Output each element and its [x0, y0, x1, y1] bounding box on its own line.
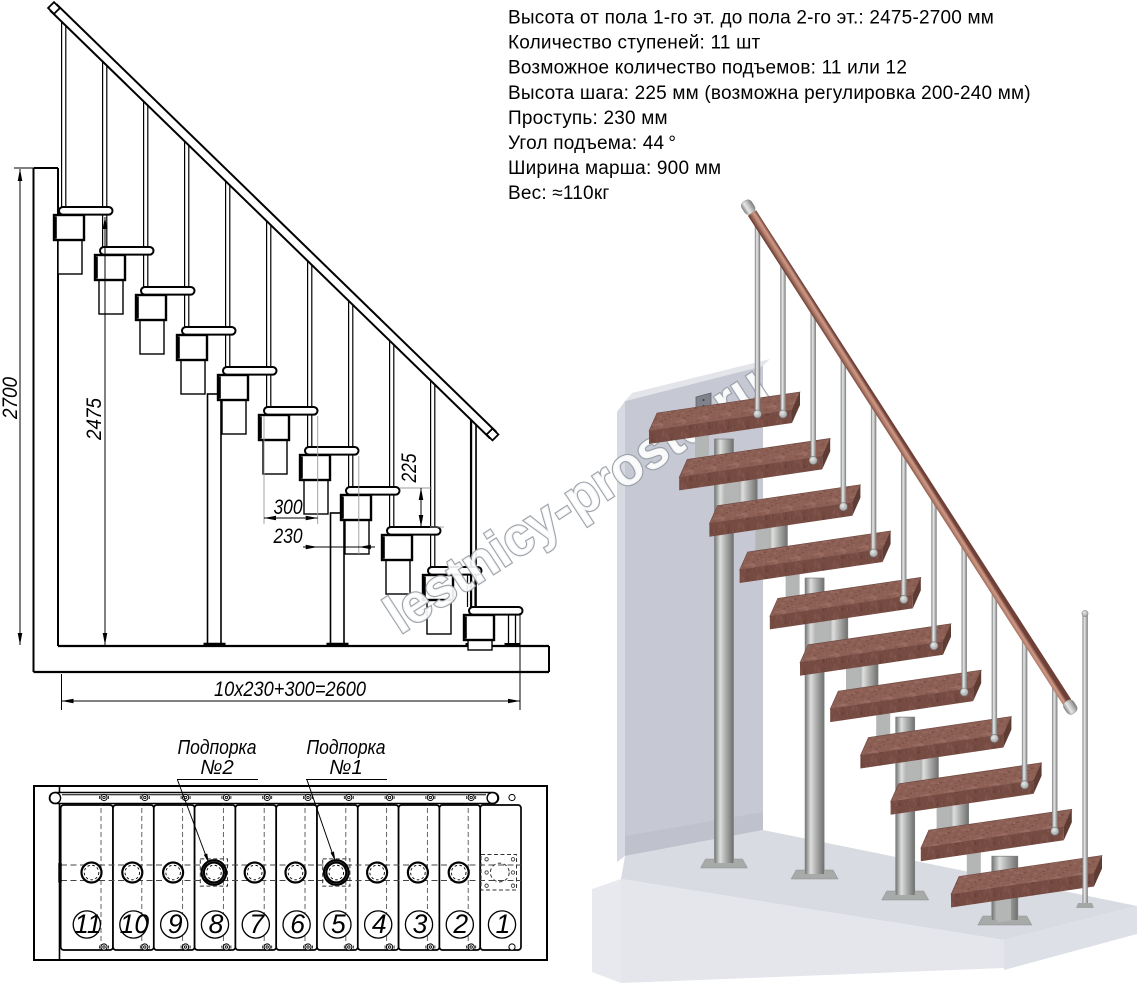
svg-text:11: 11 — [74, 909, 102, 939]
svg-text:1: 1 — [496, 909, 511, 939]
svg-text:Количество ступеней: 11 шт: Количество ступеней: 11 шт — [508, 33, 761, 54]
svg-text:7: 7 — [249, 909, 265, 939]
svg-text:Вес: ≈110кг: Вес: ≈110кг — [508, 183, 609, 204]
svg-text:5: 5 — [331, 909, 346, 939]
svg-text:4: 4 — [372, 909, 387, 939]
svg-text:Ширина марша: 900 мм: Ширина марша: 900 мм — [508, 158, 721, 179]
svg-text:№1: №1 — [329, 756, 363, 779]
svg-text:230: 230 — [273, 524, 303, 548]
svg-text:Подпорка: Подпорка — [307, 736, 386, 759]
svg-text:№2: №2 — [200, 756, 234, 779]
svg-text:300: 300 — [274, 495, 303, 519]
svg-text:3: 3 — [413, 909, 428, 939]
svg-text:Высота от пола 1-го эт. до пол: Высота от пола 1-го эт. до пола 2-го эт.… — [508, 8, 994, 29]
svg-text:225: 225 — [397, 453, 421, 484]
svg-text:2475: 2475 — [82, 397, 106, 441]
svg-text:10: 10 — [120, 909, 150, 939]
svg-text:Возможное количество подъемов:: Возможное количество подъемов: 11 или 12 — [508, 58, 907, 79]
svg-text:Высота шага: 225 мм (возможна: Высота шага: 225 мм (возможна регулировк… — [508, 83, 1031, 104]
svg-text:8: 8 — [209, 909, 224, 939]
svg-text:9: 9 — [168, 909, 183, 939]
svg-text:6: 6 — [290, 909, 305, 939]
svg-text:Проступь: 230 мм: Проступь: 230 мм — [508, 108, 668, 129]
svg-text:2: 2 — [452, 909, 468, 939]
svg-text:10x230+300=2600: 10x230+300=2600 — [214, 677, 366, 701]
svg-text:2700: 2700 — [0, 377, 22, 420]
svg-text:Подпорка: Подпорка — [178, 736, 257, 759]
svg-text:Угол подъема: 44 °: Угол подъема: 44 ° — [508, 133, 676, 154]
